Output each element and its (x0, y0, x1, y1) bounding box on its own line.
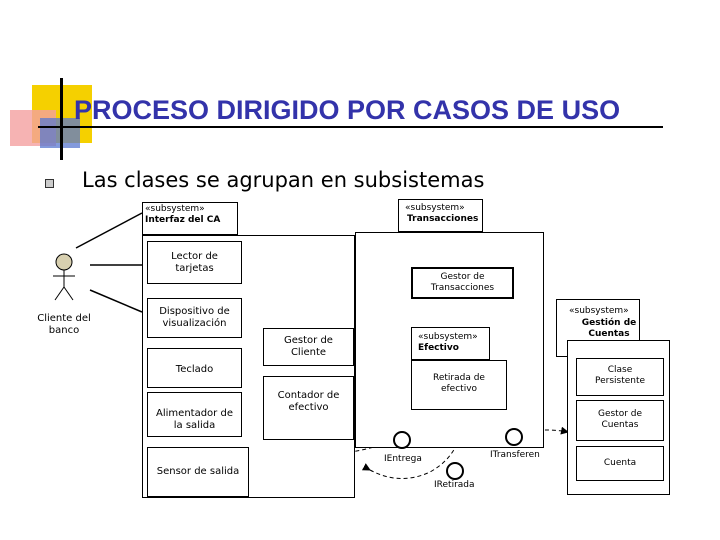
interface-itransferen-icon[interactable] (505, 428, 523, 446)
bullet-icon (45, 179, 54, 188)
class-teclado[interactable]: Teclado (147, 348, 242, 388)
gestion-stereotype: «subsystem» (569, 306, 629, 316)
link-iretirada (361, 445, 457, 480)
bullet-text: Las clases se agrupan en subsistemas (82, 168, 485, 192)
interface-iretirada-icon[interactable] (446, 462, 464, 480)
slide-title: PROCESO DIRIGIDO POR CASOS DE USO (74, 95, 621, 125)
actor-link-dispositivo (89, 289, 143, 313)
title-decoration (0, 0, 720, 170)
subsystem-interfaz[interactable]: «subsystem» Interfaz del CA (142, 202, 238, 235)
interface-ientrega-icon[interactable] (393, 431, 411, 449)
interface-itransferen-label: ITransferen (490, 450, 540, 460)
actor-link-interfaz (75, 212, 143, 249)
transacciones-name: Transacciones (407, 214, 479, 224)
deco-horizontal-line (38, 126, 663, 128)
interfaz-name: Interfaz del CA (145, 215, 221, 225)
subsystem-transacciones[interactable]: «subsystem» Transacciones (398, 199, 483, 232)
class-cuenta[interactable]: Cuenta (576, 446, 664, 481)
subsystem-efectivo[interactable]: «subsystem» Efectivo (411, 327, 490, 360)
transacciones-stereotype: «subsystem» (405, 203, 465, 213)
interfaz-stereotype: «subsystem» (145, 204, 205, 214)
interface-iretirada-label: IRetirada (434, 480, 475, 490)
deco-vertical-line (60, 78, 63, 160)
interface-ientrega-label: IEntrega (384, 454, 422, 464)
efectivo-stereotype: «subsystem» (418, 332, 478, 342)
class-sensor[interactable]: Sensor de salida (147, 447, 249, 497)
efectivo-name: Efectivo (418, 343, 459, 353)
